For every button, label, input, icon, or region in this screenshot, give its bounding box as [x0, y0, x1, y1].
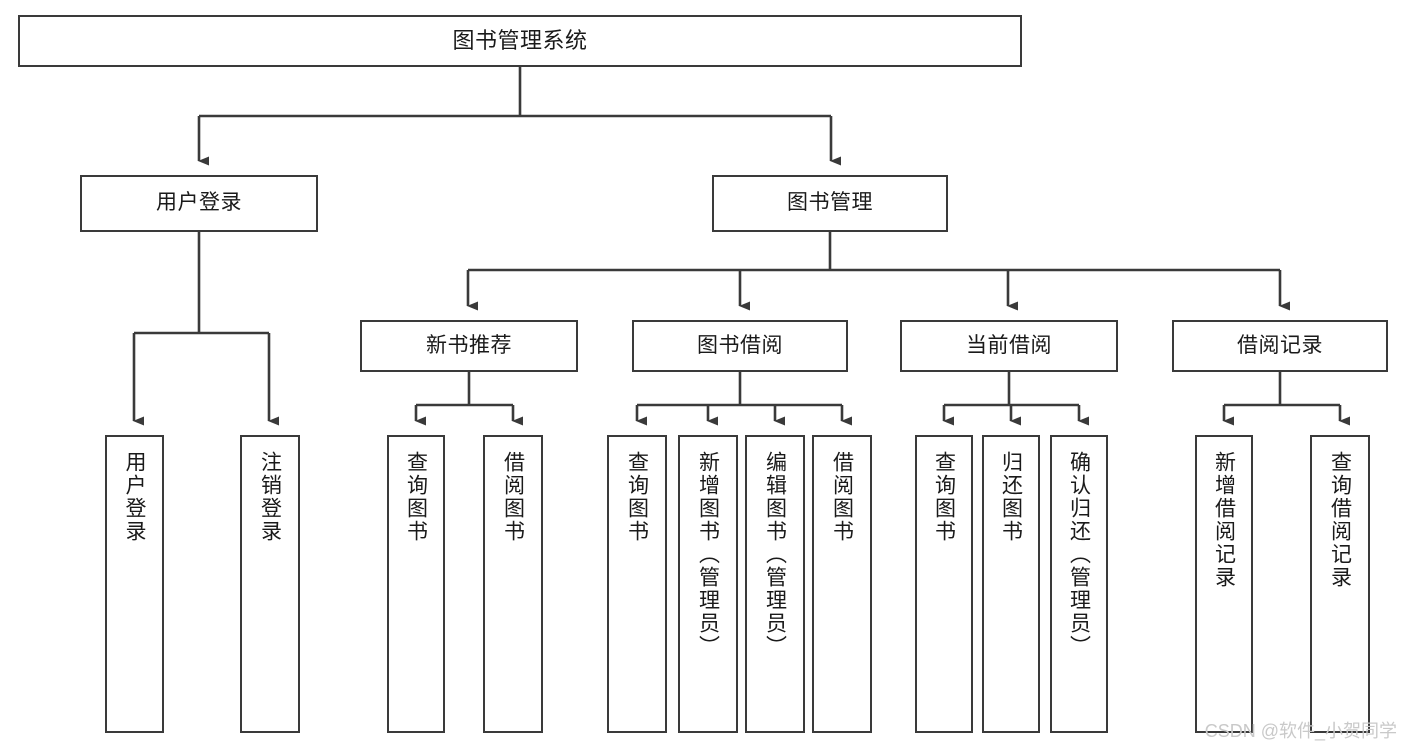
- node-label: 用户登录: [123, 451, 146, 543]
- node-label: 查询图书: [404, 451, 428, 543]
- node-label: 新增借阅记录: [1212, 451, 1236, 589]
- node-label: 查询借阅记录: [1328, 451, 1352, 589]
- node-book-borrow[interactable]: 图书借阅: [632, 320, 848, 372]
- node-root-system[interactable]: 图书管理系统: [18, 15, 1022, 67]
- node-label: 用户登录: [156, 191, 242, 215]
- node-leaf-return-book[interactable]: 归还图书: [982, 435, 1040, 733]
- node-leaf-confirm-return-admin[interactable]: 确认归还（管理员）: [1050, 435, 1108, 733]
- node-new-book-recommend[interactable]: 新书推荐: [360, 320, 578, 372]
- node-leaf-query-book-current[interactable]: 查询图书: [915, 435, 973, 733]
- node-label: 图书借阅: [697, 333, 783, 357]
- node-leaf-add-borrow-record[interactable]: 新增借阅记录: [1195, 435, 1253, 733]
- node-leaf-borrow-book-recommend[interactable]: 借阅图书: [483, 435, 543, 733]
- node-label: 新增图书（管理员）: [696, 451, 720, 658]
- node-label: 新书推荐: [426, 333, 512, 357]
- node-label: 借阅记录: [1237, 333, 1323, 357]
- node-leaf-query-book-recommend[interactable]: 查询图书: [387, 435, 445, 733]
- node-label: 当前借阅: [966, 333, 1052, 357]
- node-leaf-query-book-borrow[interactable]: 查询图书: [607, 435, 667, 733]
- node-leaf-edit-book-admin[interactable]: 编辑图书（管理员）: [745, 435, 805, 733]
- node-label: 借阅图书: [830, 451, 854, 543]
- node-borrow-record[interactable]: 借阅记录: [1172, 320, 1388, 372]
- node-label: 归还图书: [999, 451, 1023, 543]
- node-user-login[interactable]: 用户登录: [80, 175, 318, 232]
- node-label: 注销登录: [258, 451, 282, 543]
- node-label: 图书管理系统: [452, 28, 588, 54]
- node-label: 查询图书: [932, 451, 956, 543]
- node-label: 确认归还（管理员）: [1067, 451, 1091, 658]
- node-book-manage[interactable]: 图书管理: [712, 175, 948, 232]
- node-leaf-query-borrow-record[interactable]: 查询借阅记录: [1310, 435, 1370, 733]
- node-label: 借阅图书: [501, 451, 525, 543]
- node-leaf-add-book-admin[interactable]: 新增图书（管理员）: [678, 435, 738, 733]
- node-leaf-logout[interactable]: 注销登录: [240, 435, 300, 733]
- node-label: 编辑图书（管理员）: [763, 451, 787, 658]
- node-leaf-borrow-book[interactable]: 借阅图书: [812, 435, 872, 733]
- node-current-borrow[interactable]: 当前借阅: [900, 320, 1118, 372]
- node-label: 查询图书: [625, 451, 649, 543]
- node-label: 图书管理: [787, 191, 873, 215]
- node-leaf-user-login[interactable]: 用户登录: [105, 435, 164, 733]
- csdn-watermark: CSDN @软件_小贺同学: [1204, 721, 1397, 741]
